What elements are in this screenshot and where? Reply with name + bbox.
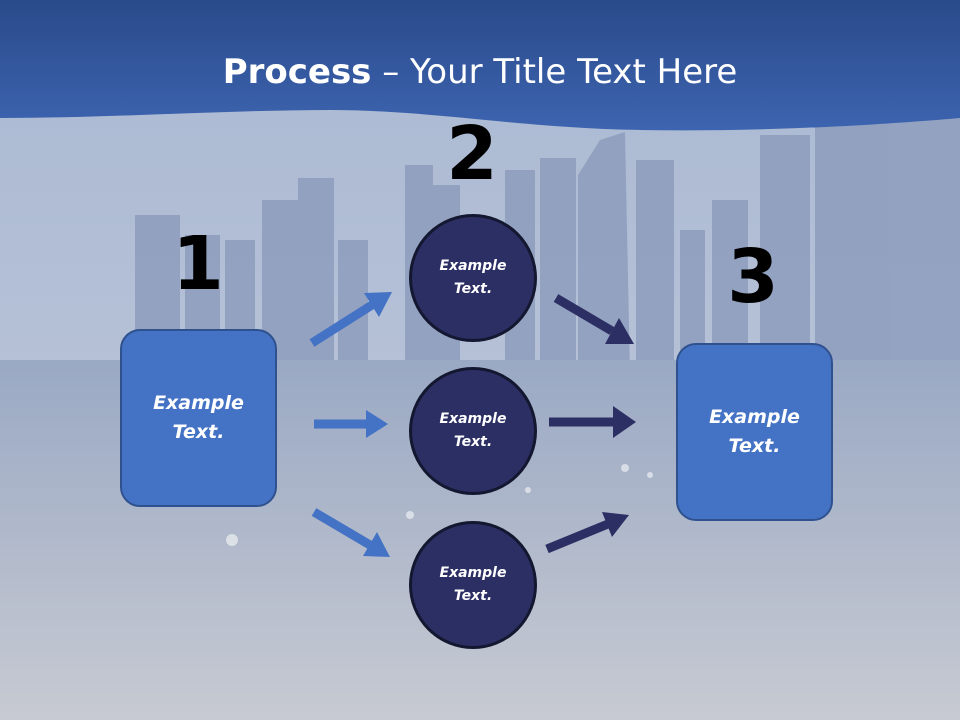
process-circle-bottom: Example Text. [409,521,537,649]
process-circle-middle-text: Example Text. [439,411,507,450]
step-box-right-text: Example Text. [709,406,800,457]
step-box-left: Example Text. [120,329,277,507]
step-number-1: 1 [172,221,224,307]
slide-title: Process – Your Title Text Here [0,52,960,92]
skyline [135,110,960,375]
step-number-2: 2 [446,111,498,197]
title-rest: – Your Title Text Here [371,52,738,92]
step-box-right: Example Text. [676,343,833,521]
step-number-3: 3 [727,234,779,320]
process-circle-bottom-text: Example Text. [439,565,507,604]
step-box-left-text: Example Text. [153,392,244,443]
title-bold: Process [222,52,372,92]
process-circle-top: Example Text. [409,214,537,342]
process-circle-top-text: Example Text. [439,258,507,297]
process-circle-middle: Example Text. [409,367,537,495]
